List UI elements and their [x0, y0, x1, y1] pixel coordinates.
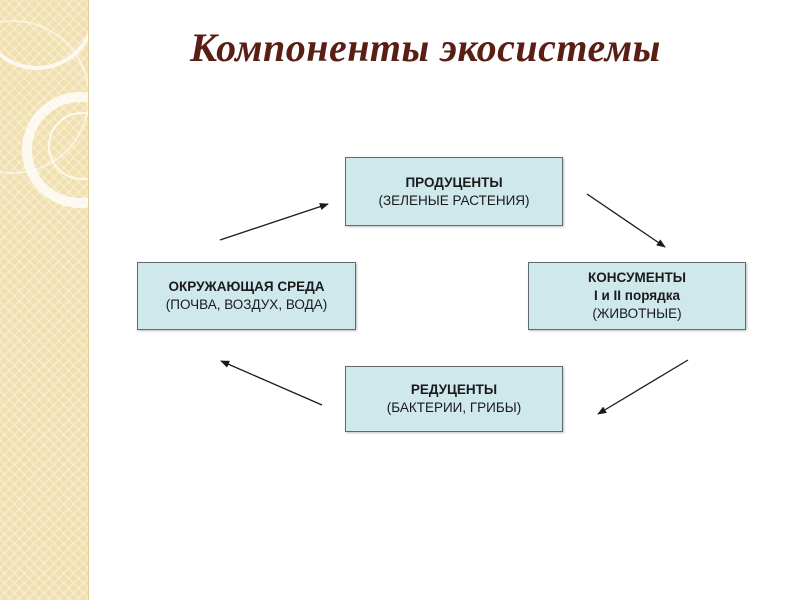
arrow-producers-to-consumers: [586, 193, 666, 248]
environment-description: (ПОЧВА, ВОЗДУХ, ВОДА): [165, 297, 328, 312]
reducers-box: РЕДУЦЕНТЫ (БАКТЕРИИ, ГРИБЫ): [345, 366, 563, 432]
producers-description: (ЗЕЛЕНЫЕ РАСТЕНИЯ): [378, 192, 530, 208]
slide-title: Компоненты экосистемы: [190, 25, 661, 70]
consumers-name: КОНСУМЕНТЫ: [588, 270, 686, 285]
producers-box: ПРОДУЦЕНТЫ (ЗЕЛЕНЫЕ РАСТЕНИЯ): [345, 157, 563, 226]
environment-name: ОКРУЖАЮЩАЯ СРЕДА: [168, 279, 325, 294]
environment-box: ОКРУЖАЮЩАЯ СРЕДА (ПОЧВА, ВОЗДУХ, ВОДА): [137, 262, 356, 330]
consumers-order: I и II порядка: [594, 288, 680, 303]
consumers-description: (ЖИВОТНЫЕ): [592, 306, 682, 321]
arrow-consumers-to-reducers: [597, 359, 689, 415]
reducers-name: РЕДУЦЕНТЫ: [410, 382, 498, 397]
consumers-box: КОНСУМЕНТЫ I и II порядка (ЖИВОТНЫЕ): [528, 262, 746, 330]
producers-name: ПРОДУЦЕНТЫ: [405, 174, 503, 190]
decorative-ring: [0, 0, 88, 70]
arrow-reducers-to-environment: [220, 360, 323, 406]
arrow-environment-to-producers: [219, 203, 329, 241]
decorative-side-strip: [0, 0, 89, 600]
reducers-description: (БАКТЕРИИ, ГРИБЫ): [386, 400, 522, 415]
